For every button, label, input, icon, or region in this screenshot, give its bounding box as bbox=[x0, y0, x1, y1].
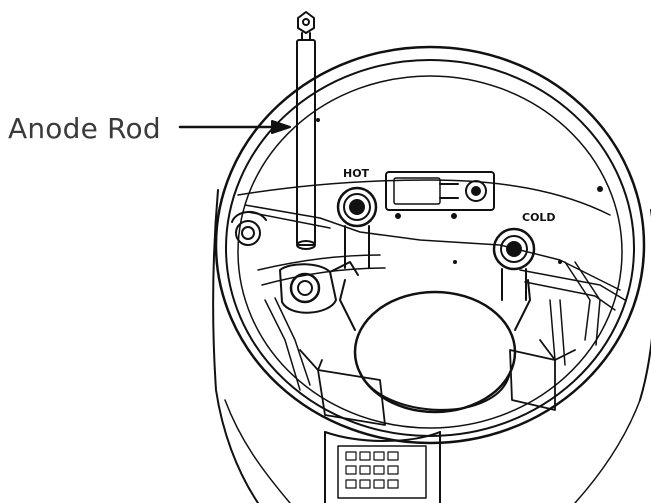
hot-port-label: HOT bbox=[343, 167, 370, 180]
tank-body bbox=[213, 190, 651, 503]
left-mount-boss bbox=[232, 212, 266, 245]
control-plate bbox=[386, 172, 494, 218]
anode-rod bbox=[297, 12, 315, 249]
tank-top-rim bbox=[216, 47, 644, 443]
cold-port-label: COLD bbox=[522, 211, 556, 224]
